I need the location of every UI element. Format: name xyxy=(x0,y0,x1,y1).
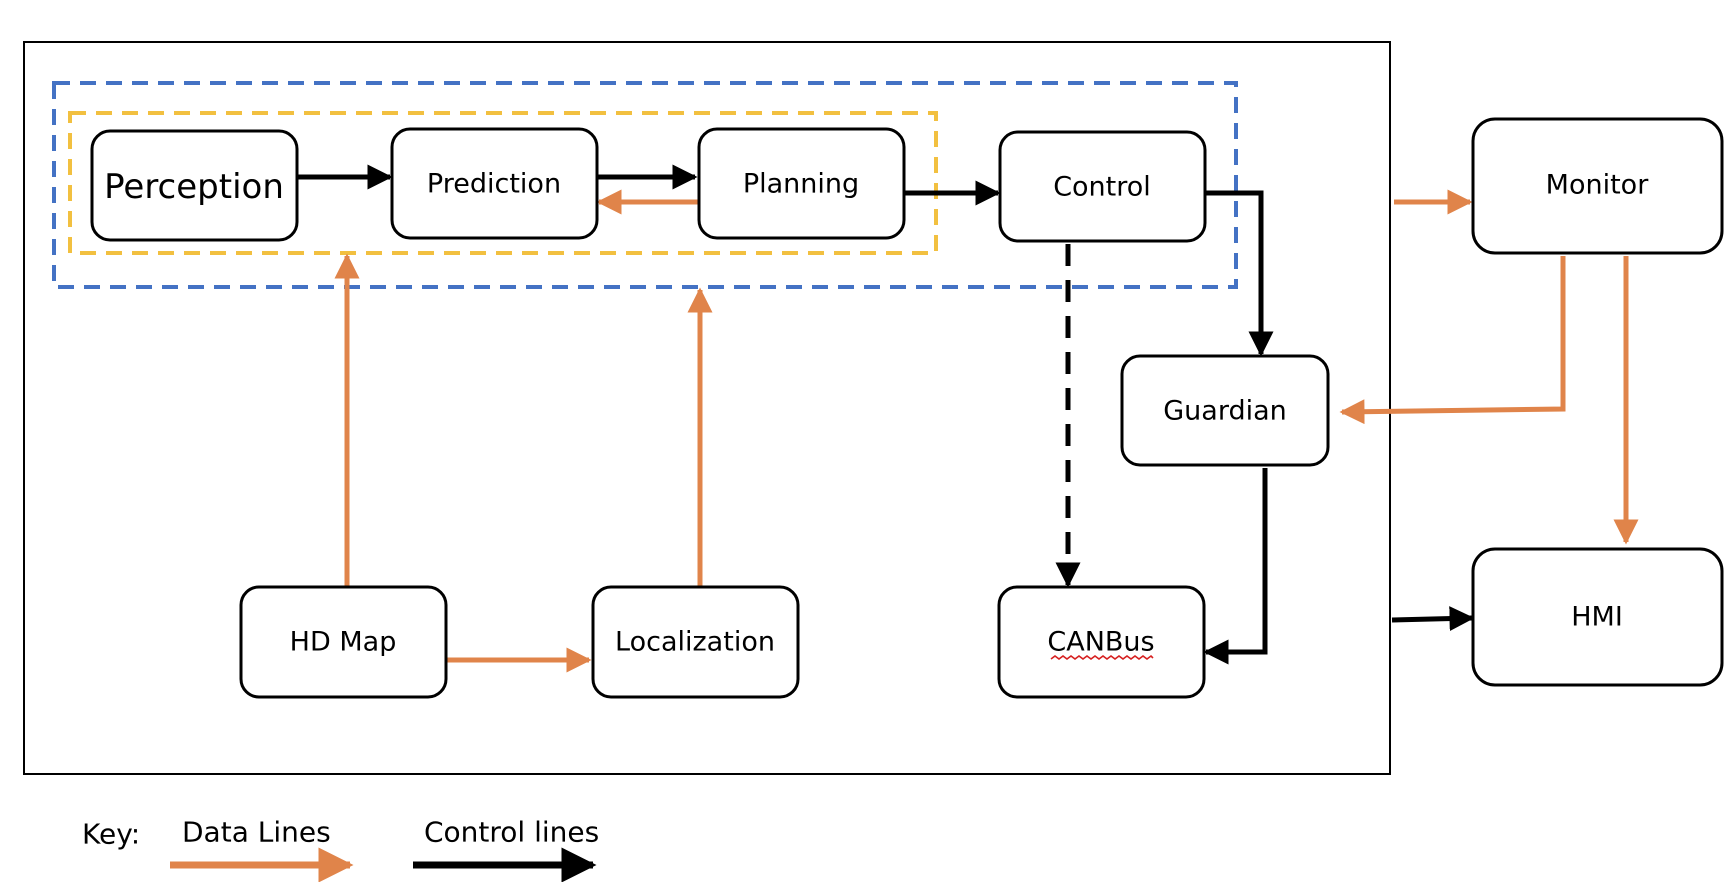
monitor-to-guardian-data-arrow xyxy=(1339,256,1566,425)
legend: Key: Data Lines Control lines xyxy=(82,816,599,882)
node-monitor-label: Monitor xyxy=(1546,170,1650,201)
node-perception-label: Perception xyxy=(104,167,284,207)
node-prediction: Prediction xyxy=(390,127,599,240)
node-canbus-label: CANBus xyxy=(1047,627,1154,658)
legend-control-lines-label: Control lines xyxy=(424,816,599,849)
node-perception: Perception xyxy=(90,129,299,242)
node-hd-map: HD Map xyxy=(239,585,448,699)
outer-group-dashed-border xyxy=(52,81,1238,289)
control-to-guardian-arrow xyxy=(1204,190,1274,357)
system-to-hmi-arrow xyxy=(1391,606,1475,632)
node-control-label: Control xyxy=(1053,172,1151,203)
node-prediction-label: Prediction xyxy=(427,169,561,200)
node-canbus: CANBus xyxy=(997,585,1206,699)
legend-key-label: Key: xyxy=(82,818,140,851)
node-hmi-label: HMI xyxy=(1571,602,1623,633)
node-guardian: Guardian xyxy=(1120,354,1330,467)
node-planning: Planning xyxy=(697,127,906,240)
node-monitor: Monitor xyxy=(1471,117,1724,255)
node-guardian-label: Guardian xyxy=(1163,396,1287,427)
legend-data-lines-label: Data Lines xyxy=(182,816,331,849)
node-control: Control xyxy=(998,130,1207,243)
inner-group-dashed-border xyxy=(68,111,938,255)
guardian-to-canbus-arrow xyxy=(1203,468,1268,665)
spellcheck-squiggle xyxy=(1050,654,1154,660)
node-hmi: HMI xyxy=(1471,547,1724,687)
system-frame xyxy=(23,41,1391,775)
node-planning-label: Planning xyxy=(743,169,859,200)
node-hd-map-label: HD Map xyxy=(290,627,397,658)
node-localization: Localization xyxy=(591,585,800,699)
node-localization-label: Localization xyxy=(615,627,775,658)
